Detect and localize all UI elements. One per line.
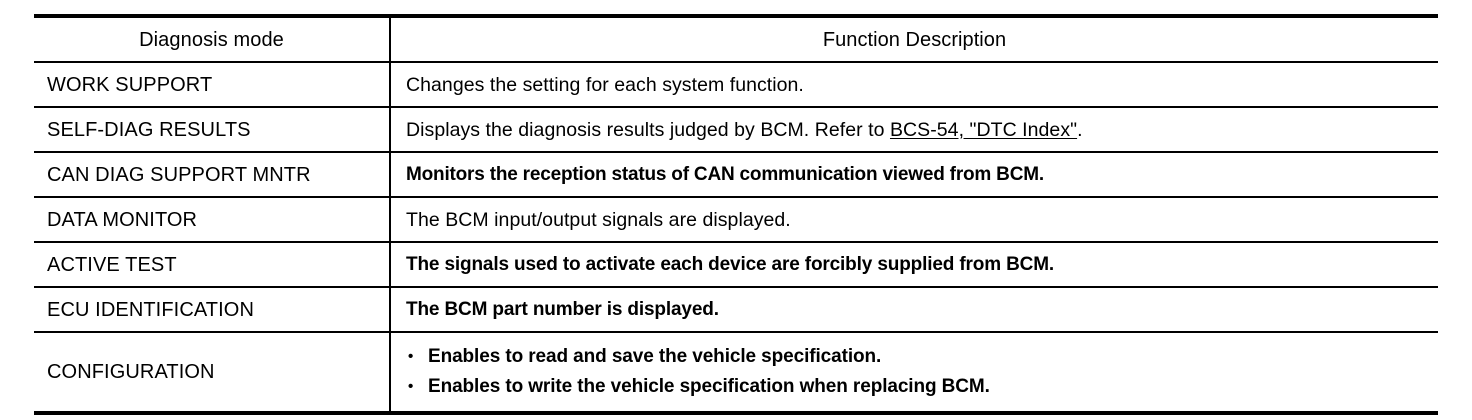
table-row: CONFIGURATION Enables to read and save t… [34, 332, 1438, 415]
cell-diagnosis-mode: DATA MONITOR [34, 197, 391, 243]
cell-diagnosis-mode: CAN DIAG SUPPORT MNTR [34, 152, 391, 198]
cell-function-description: Enables to read and save the vehicle spe… [390, 332, 1438, 415]
cell-diagnosis-mode: ACTIVE TEST [34, 242, 391, 288]
table-header: Diagnosis mode Function Description [34, 14, 1438, 63]
column-header-function-description: Function Description [390, 14, 1438, 63]
cell-function-description: The signals used to activate each device… [390, 242, 1438, 288]
description-text-suffix: . [1077, 118, 1083, 141]
table-row: CAN DIAG SUPPORT MNTR Monitors the recep… [34, 152, 1438, 198]
cell-diagnosis-mode: ECU IDENTIFICATION [34, 287, 391, 333]
table-header-row: Diagnosis mode Function Description [34, 14, 1438, 63]
cell-diagnosis-mode: CONFIGURATION [34, 332, 391, 415]
description-text-prefix: Displays the diagnosis results judged by… [406, 118, 890, 141]
bullet-item: Enables to write the vehicle specificati… [406, 372, 1428, 402]
table-row: ECU IDENTIFICATION The BCM part number i… [34, 287, 1438, 333]
cell-diagnosis-mode: WORK SUPPORT [34, 62, 391, 108]
column-header-diagnosis-mode: Diagnosis mode [34, 14, 391, 63]
table-row: SELF-DIAG RESULTS Displays the diagnosis… [34, 107, 1438, 153]
bullet-item: Enables to read and save the vehicle spe… [406, 342, 1428, 372]
table-row: WORK SUPPORT Changes the setting for eac… [34, 62, 1438, 108]
bullet-list: Enables to read and save the vehicle spe… [406, 342, 1428, 402]
table-body: WORK SUPPORT Changes the setting for eac… [34, 62, 1438, 415]
cross-reference-link-dtc-index[interactable]: BCS-54, "DTC Index" [889, 118, 1078, 141]
table-row: ACTIVE TEST The signals used to activate… [34, 242, 1438, 288]
cell-function-description: Monitors the reception status of CAN com… [390, 152, 1438, 198]
cell-function-description: The BCM input/output signals are display… [390, 197, 1438, 243]
cell-function-description: Displays the diagnosis results judged by… [390, 107, 1438, 153]
diagnosis-mode-table: Diagnosis mode Function Description WORK… [34, 14, 1438, 415]
table-row: DATA MONITOR The BCM input/output signal… [34, 197, 1438, 243]
cell-function-description: Changes the setting for each system func… [390, 62, 1438, 108]
cell-function-description: The BCM part number is displayed. [390, 287, 1438, 333]
cell-diagnosis-mode: SELF-DIAG RESULTS [34, 107, 391, 153]
